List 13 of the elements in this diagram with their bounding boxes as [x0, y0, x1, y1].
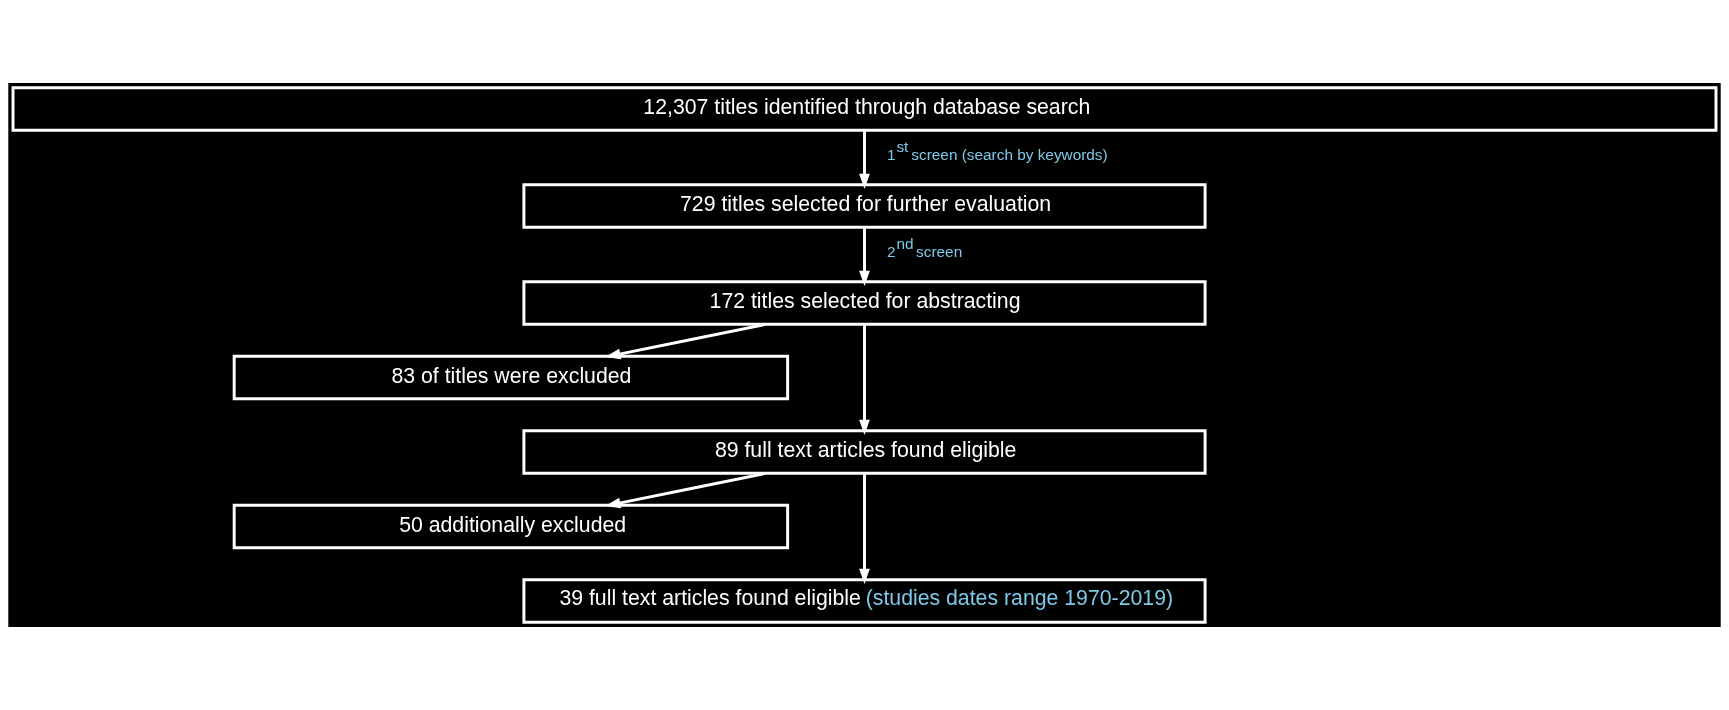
node-box: 50 additionally excluded — [232, 503, 790, 550]
arrow — [859, 324, 870, 436]
node-box: 83 of titles were excluded — [232, 354, 790, 401]
arrow — [605, 471, 766, 509]
node-box: 12,307 titles identified through database search — [11, 86, 1718, 132]
arrow — [859, 130, 870, 190]
node-box: 39 full text articles found eligible (studies dates range 1970-2019) — [522, 578, 1207, 624]
node-box: 729 titles selected for further evaluation — [522, 183, 1207, 229]
arrow — [859, 227, 870, 287]
node-box: 89 full text articles found eligible — [522, 429, 1207, 475]
arrow — [605, 322, 766, 360]
arrow — [859, 473, 870, 585]
node-box: 172 titles selected for abstracting — [522, 280, 1207, 326]
